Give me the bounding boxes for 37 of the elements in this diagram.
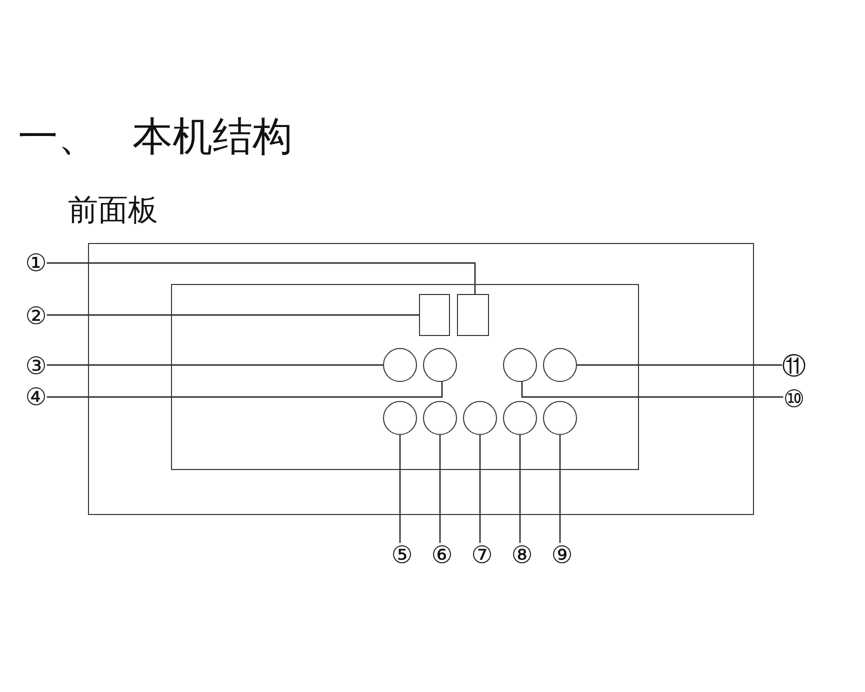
leader-line <box>439 435 441 543</box>
leader-line <box>559 435 561 543</box>
leader-line <box>399 435 401 543</box>
callout-number: ⑨ <box>551 543 573 567</box>
callout-number: ⑤ <box>391 543 413 567</box>
display-window <box>457 294 489 336</box>
front-panel <box>88 243 754 515</box>
knob <box>423 401 457 435</box>
knob <box>543 348 577 382</box>
knob <box>503 348 537 382</box>
knob <box>503 401 537 435</box>
knob <box>383 401 417 435</box>
knob <box>543 401 577 435</box>
callout-number: ④ <box>25 385 47 409</box>
knob <box>423 348 457 382</box>
callout-number: ⑦ <box>471 543 493 567</box>
leader-line <box>521 382 784 398</box>
leader-line <box>577 364 782 366</box>
callout-number: ⑥ <box>431 543 453 567</box>
callout-number: ② <box>25 304 47 328</box>
leader-line <box>46 382 443 398</box>
knob <box>463 401 497 435</box>
callout-number: ⑧ <box>511 543 533 567</box>
leader-line <box>479 435 481 543</box>
subheading: 前面板 <box>68 196 158 226</box>
callout-number: ⑪ <box>782 354 806 378</box>
section-heading: 一、 本机结构 <box>18 117 293 157</box>
display-window <box>419 294 450 336</box>
panel-inset <box>171 284 639 470</box>
knob <box>383 348 417 382</box>
callout-number: ⑩ <box>783 387 805 411</box>
callout-number: ③ <box>25 354 47 378</box>
leader-line <box>46 314 419 316</box>
callout-number: ① <box>25 251 47 275</box>
leader-line <box>519 435 521 543</box>
leader-line <box>46 364 383 366</box>
leader-line <box>46 262 476 294</box>
